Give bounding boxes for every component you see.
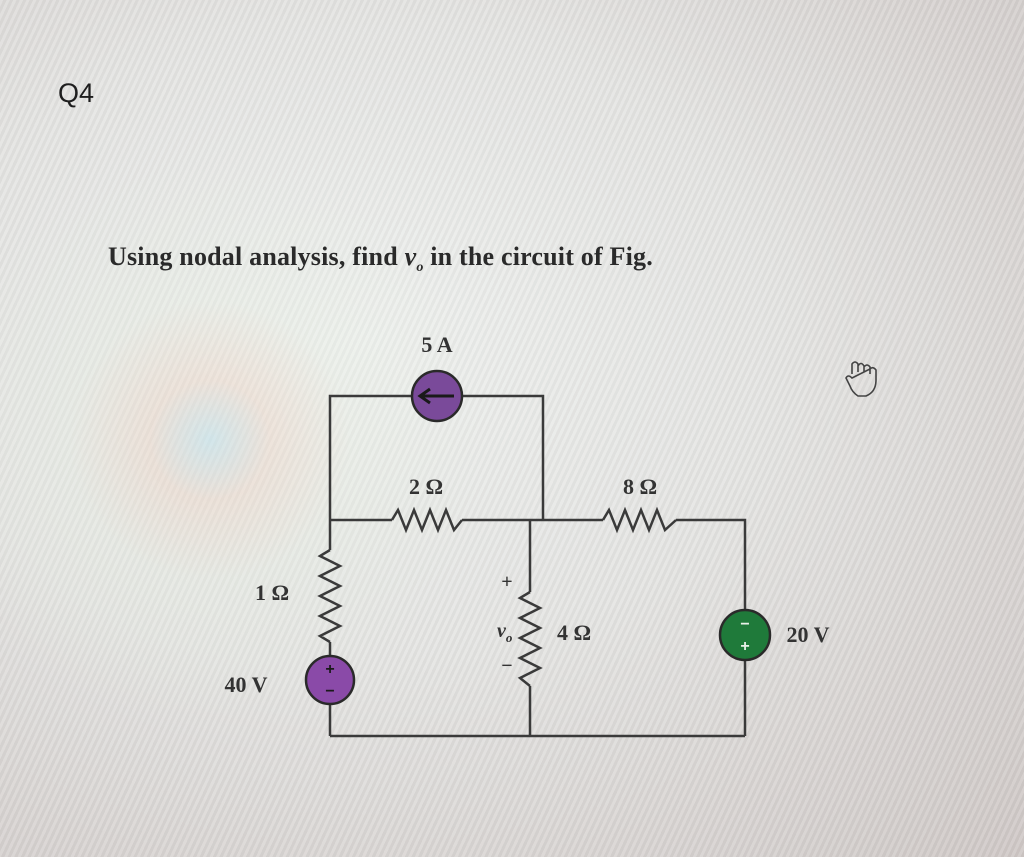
svg-text:+: + (740, 638, 749, 655)
label-r-8ohm: 8 Ω (623, 474, 657, 499)
svg-text:−: − (740, 616, 749, 633)
svg-text:−: − (325, 683, 334, 700)
label-vo-minus: − (501, 655, 512, 677)
label-vsource-40v: 40 V (225, 672, 268, 697)
label-r-2ohm: 2 Ω (409, 474, 443, 499)
resistor-1ohm (317, 548, 343, 644)
resistor-8ohm (601, 506, 677, 534)
svg-text:+: + (325, 661, 334, 678)
label-vo-plus: + (501, 571, 512, 593)
label-r-4ohm: 4 Ω (557, 620, 591, 645)
question-text: Using nodal analysis, find vo in the cir… (108, 242, 653, 276)
resistor-2ohm (390, 506, 463, 534)
label-current-source: 5 A (421, 332, 452, 357)
label-vo: vo (497, 620, 513, 645)
question-number: Q4 (58, 78, 95, 108)
question-variable: vo (404, 242, 424, 276)
wire-middle-horizontal (330, 518, 747, 610)
question-text-before: Using nodal analysis, find (108, 242, 405, 271)
label-r-1ohm: 1 Ω (255, 580, 289, 605)
wires (328, 394, 747, 738)
wire-top-loop (328, 394, 545, 520)
arrow-left-icon (417, 387, 454, 405)
resistor-4ohm (517, 590, 543, 687)
current-source-5a (410, 369, 464, 423)
question-text-after: in the circuit of Fig. (423, 242, 653, 271)
label-vsource-20v: 20 V (787, 622, 830, 647)
voltage-source-40v: + − (304, 654, 356, 706)
voltage-source-20v: − + (718, 608, 772, 662)
hand-cursor-icon (845, 361, 877, 397)
